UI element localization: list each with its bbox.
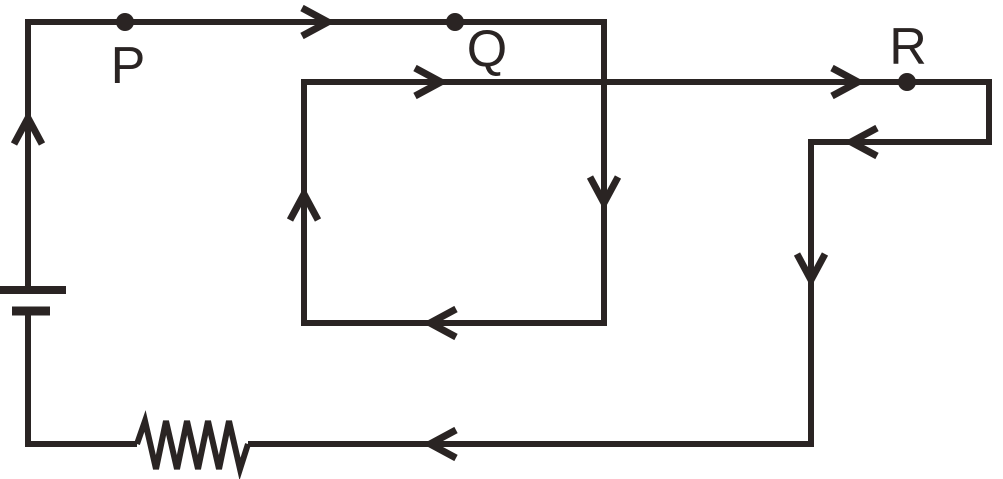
- resistor-icon: [134, 410, 251, 479]
- node-P-dot: [116, 13, 134, 31]
- node-label-R: R: [889, 18, 927, 76]
- current-arrow-outer-right-down: [586, 175, 622, 211]
- node-label-P: P: [111, 37, 146, 95]
- current-arrow-left-wire-up: [10, 110, 46, 146]
- wire-main-spiral-wire: [25, 19, 992, 447]
- current-arrow-inner-bottom-left: [422, 305, 458, 341]
- current-arrow-bottom-wire-left: [422, 426, 458, 462]
- current-arrow-right-jog-left: [843, 124, 879, 160]
- current-arrow-inner-top-right-2: [830, 64, 866, 100]
- current-arrow-inner-left-up: [286, 186, 322, 222]
- node-R-dot: [898, 73, 916, 91]
- node-label-Q: Q: [467, 20, 507, 78]
- current-arrow-top-wire-right: [300, 4, 336, 40]
- node-Q-dot: [446, 13, 464, 31]
- current-arrow-far-right-down: [793, 252, 829, 288]
- wire-battery-return-wire: [25, 311, 137, 447]
- generated-geometry: [0, 4, 992, 479]
- current-arrow-inner-top-right-1: [413, 64, 449, 100]
